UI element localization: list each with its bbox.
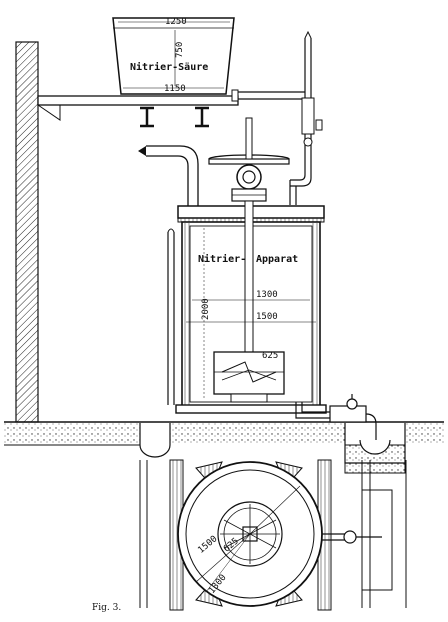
tank-title: Nitrier-Säure xyxy=(130,61,208,73)
drive-unit xyxy=(208,117,290,202)
stirrer-diameter-label: 625 xyxy=(262,351,278,361)
plan-view xyxy=(139,459,407,611)
acid-tank xyxy=(112,17,235,95)
tank-base-width-label: 1150 xyxy=(164,84,186,94)
tank-height-label: 750 xyxy=(175,42,185,58)
acid-pipe xyxy=(231,30,323,205)
tank-width-label: 1250 xyxy=(165,17,187,27)
nitration-vessel xyxy=(167,200,327,414)
apparatus-height-label: 2000 xyxy=(201,298,211,320)
outer-diameter-label: 1500 xyxy=(256,312,278,322)
figure-caption: Fig. 3. xyxy=(92,603,121,613)
gooseneck-pipe xyxy=(138,145,199,206)
support-beam xyxy=(37,95,239,128)
wall xyxy=(15,41,39,423)
apparatus-title-1: Nitrier- xyxy=(198,253,246,265)
floor xyxy=(4,421,444,474)
drain-valve xyxy=(295,394,377,440)
apparatus-title-2: Apparat xyxy=(256,254,298,265)
inner-diameter-label: 1300 xyxy=(256,290,278,300)
